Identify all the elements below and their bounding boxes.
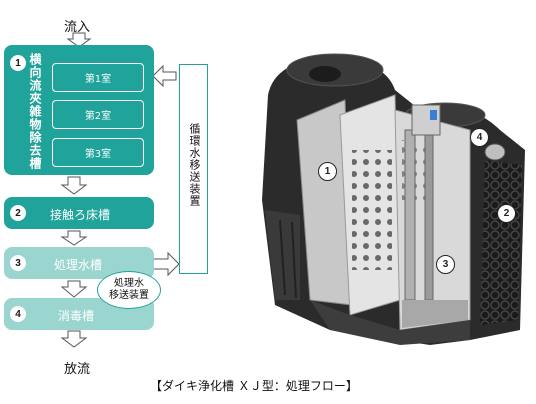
transfer-device-line1: 処理水: [114, 278, 144, 289]
photo-marker-4: 4: [470, 128, 489, 147]
room-2: 第2室: [52, 100, 144, 129]
stage-4-number: 4: [10, 306, 26, 322]
side-device-label: 循環水移送装置: [188, 123, 201, 207]
room-1: 第1室: [52, 63, 144, 92]
flow-arrow-4-out: [60, 330, 88, 348]
room-3: 第3室: [52, 138, 144, 167]
stage-2-label: 接触ろ床槽: [50, 208, 111, 222]
stage-2-box: 2 接触ろ床槽: [4, 197, 154, 229]
photo-marker-2: 2: [497, 204, 516, 223]
flow-arrow-3-side: [151, 251, 180, 277]
contact-media: [480, 160, 522, 325]
inflow-arrow: [66, 32, 92, 48]
stage-3-number: 3: [10, 255, 26, 271]
flow-arrow-2-3: [60, 230, 88, 246]
photo-marker-1: 1: [318, 162, 337, 181]
photo-marker-3: 3: [436, 255, 455, 274]
flow-arrow-1-2: [60, 176, 88, 195]
flow-arrow-3-4: [60, 280, 88, 298]
stage-1-number: 1: [10, 55, 26, 71]
stage-1-label: 横向流夾雑物除去槽: [28, 53, 42, 170]
caption: 【ダイキ浄化槽 ＸＪ型：処理フロー】: [150, 379, 358, 393]
outflow-label: 放流: [64, 362, 91, 377]
stage-2-number: 2: [10, 205, 26, 221]
inflow-label: 流入: [64, 20, 91, 35]
transfer-device-line2: 移送装置: [109, 290, 149, 301]
transfer-device: 処理水 移送装置: [97, 271, 161, 309]
stage-1-box: 1 横向流夾雑物除去槽 第1室 第2室 第3室: [4, 45, 154, 175]
stage-4-label: 消毒槽: [58, 309, 95, 323]
side-device-box: 循環水移送装置: [179, 64, 208, 274]
flow-arrow-side-1: [152, 64, 177, 88]
stage-3-label: 処理水槽: [54, 258, 103, 272]
